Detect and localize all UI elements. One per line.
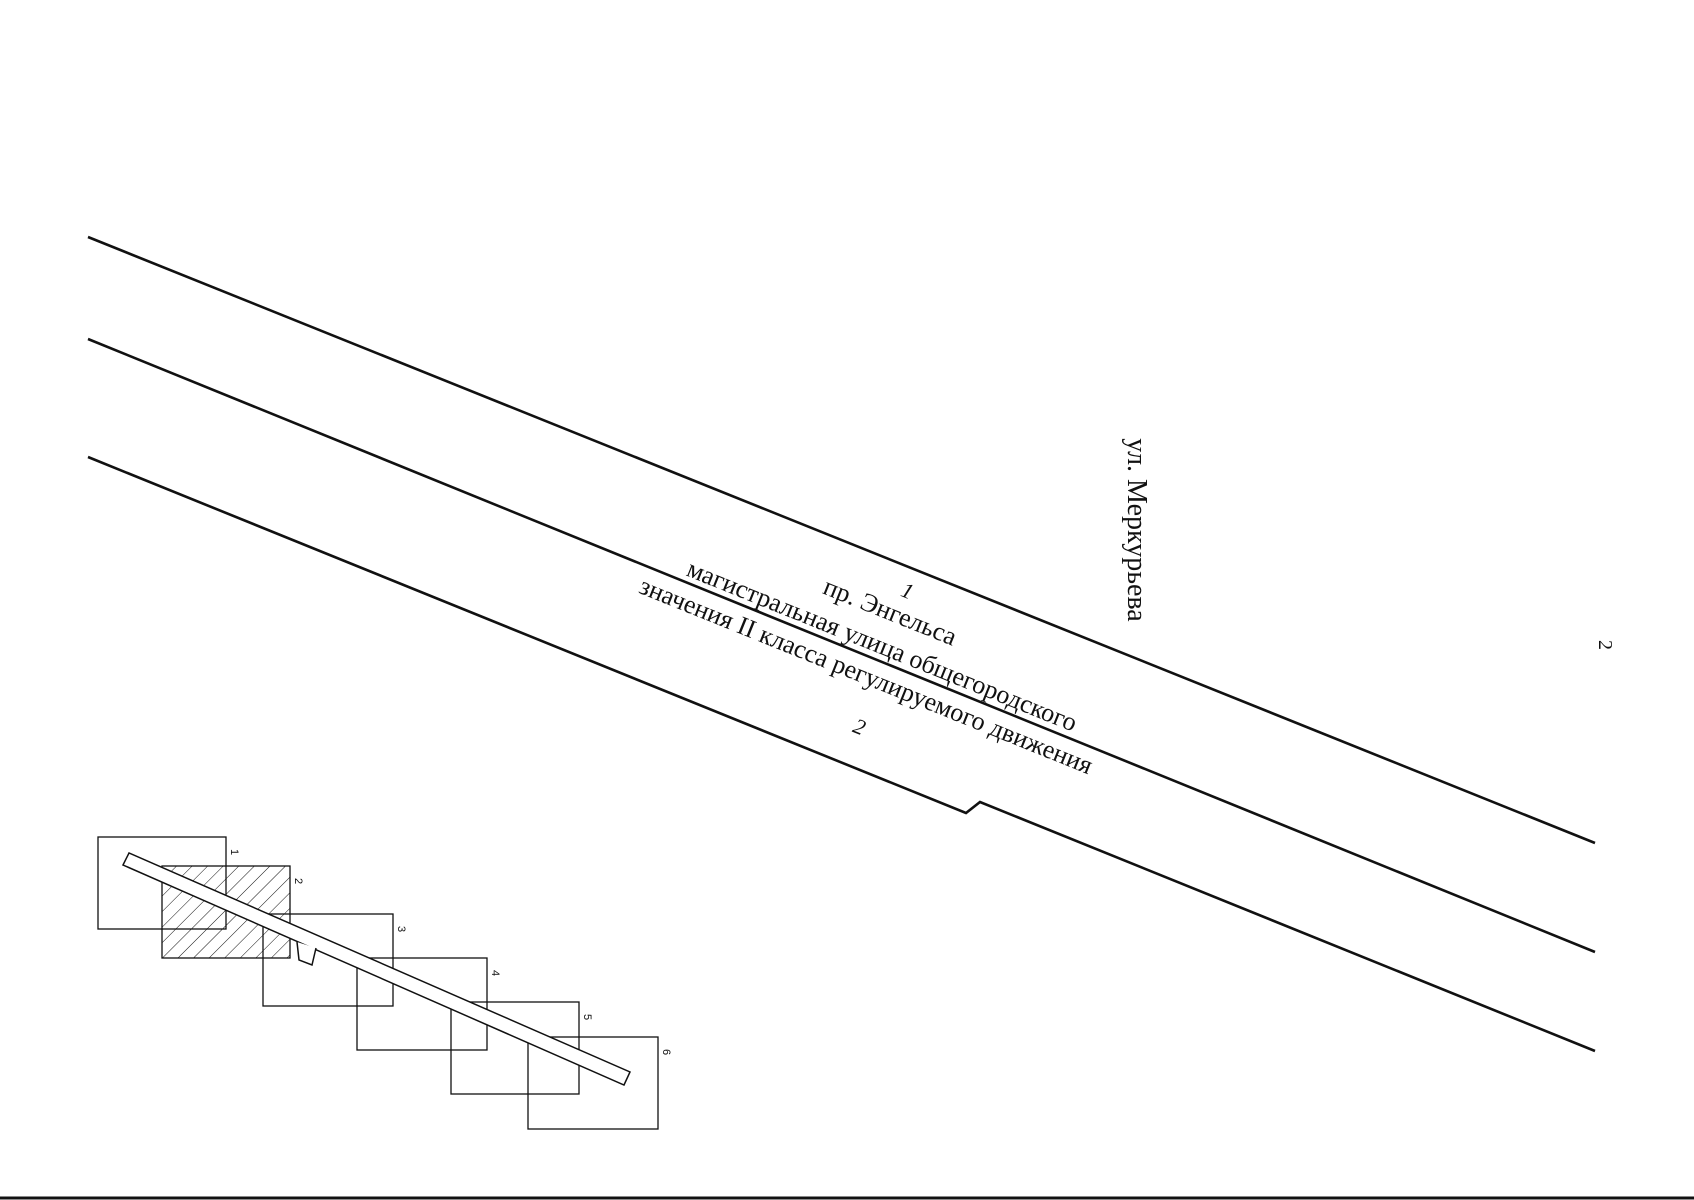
index-sheet-2-frame [161,865,291,959]
index-sheet-5-frame [450,1001,580,1095]
index-sheet-3-frame [262,913,394,1007]
road-boundary-south [87,455,1596,1053]
zone-label-2: 2 [850,713,870,740]
index-road-strip [121,852,632,1086]
index-sheet-1-number: 1 [228,849,240,855]
sheet-number: 2 [1594,640,1616,650]
road-center-line [87,337,1596,954]
index-map: 1 2 3 4 5 6 [97,836,672,1130]
index-sheet-4-number: 4 [489,970,501,976]
index-sheet-5-number: 5 [581,1014,593,1020]
index-sheet-3-number: 3 [395,926,407,932]
cross-street-name: ул. Меркурьева [1121,438,1152,622]
main-street-description-line1: магистральная улица общегородского [683,554,1081,737]
index-sheet-4-frame [356,957,488,1051]
index-sheet-6-number: 6 [660,1049,672,1055]
index-sheet-2-number: 2 [292,878,304,884]
road-boundary-north [87,235,1596,845]
index-sheet-6-frame [527,1036,659,1130]
index-road-bump [296,941,317,967]
